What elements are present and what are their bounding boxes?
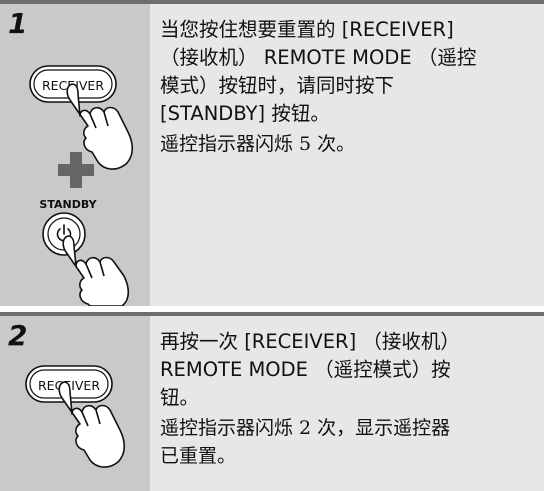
- step-1-illustration: RECEIVER STANDBY: [29, 65, 134, 306]
- step-result: 遥控指示器闪烁 2 次，显示遥控器 已重置。: [160, 414, 536, 470]
- step-text: 当您按住想要重置的 [RECEIVER] （接收机） REMOTE MODE （…: [160, 16, 536, 158]
- instruction-line: REMOTE MODE （遥控模式）按: [160, 358, 451, 381]
- result-line: 已重置。: [160, 445, 237, 467]
- step-number: 2: [8, 319, 28, 352]
- pressing-hand-icon: [66, 83, 134, 170]
- step-1: 1 RECEIVER STANDBY: [0, 0, 544, 306]
- step-instruction: 当您按住想要重置的 [RECEIVER] （接收机） REMOTE MODE （…: [160, 16, 536, 128]
- step-divider: [0, 0, 544, 4]
- step-illustration-panel: 1 RECEIVER STANDBY: [0, 4, 150, 306]
- step-number: 1: [8, 7, 28, 40]
- pressing-hand-icon: [58, 381, 126, 468]
- instruction-line: [STANDBY] 按钮。: [160, 102, 330, 125]
- pressing-hand-icon: [62, 235, 130, 306]
- step-text: 再按一次 [RECEIVER] （接收机） REMOTE MODE （遥控模式）…: [160, 328, 536, 470]
- step-illustration-panel: 2 RECEIVER: [0, 316, 150, 491]
- step-instruction: 再按一次 [RECEIVER] （接收机） REMOTE MODE （遥控模式）…: [160, 328, 536, 412]
- step-divider: [0, 312, 544, 316]
- result-line: 遥控指示器闪烁 2 次，显示遥控器: [160, 417, 451, 439]
- instruction-line: 再按一次 [RECEIVER] （接收机）: [160, 330, 460, 353]
- step-text-panel: 当您按住想要重置的 [RECEIVER] （接收机） REMOTE MODE （…: [150, 4, 544, 306]
- step-result: 遥控指示器闪烁 5 次。: [160, 130, 536, 158]
- step-2: 2 RECEIVER 再按一次 [RECEIVER] （接收机） REMOTE …: [0, 312, 544, 491]
- instruction-line: （接收机） REMOTE MODE （遥控: [160, 46, 477, 69]
- result-line: 遥控指示器闪烁 5 次。: [160, 133, 356, 155]
- instruction-line: 钮。: [160, 386, 200, 409]
- plus-icon: [58, 152, 94, 188]
- step-text-panel: 再按一次 [RECEIVER] （接收机） REMOTE MODE （遥控模式）…: [150, 316, 544, 491]
- instruction-line: 当您按住想要重置的 [RECEIVER]: [160, 18, 454, 41]
- standby-label: STANDBY: [39, 198, 97, 211]
- instruction-line: 模式）按钮时，请同时按下: [160, 74, 395, 97]
- step-2-illustration: RECEIVER: [25, 365, 126, 468]
